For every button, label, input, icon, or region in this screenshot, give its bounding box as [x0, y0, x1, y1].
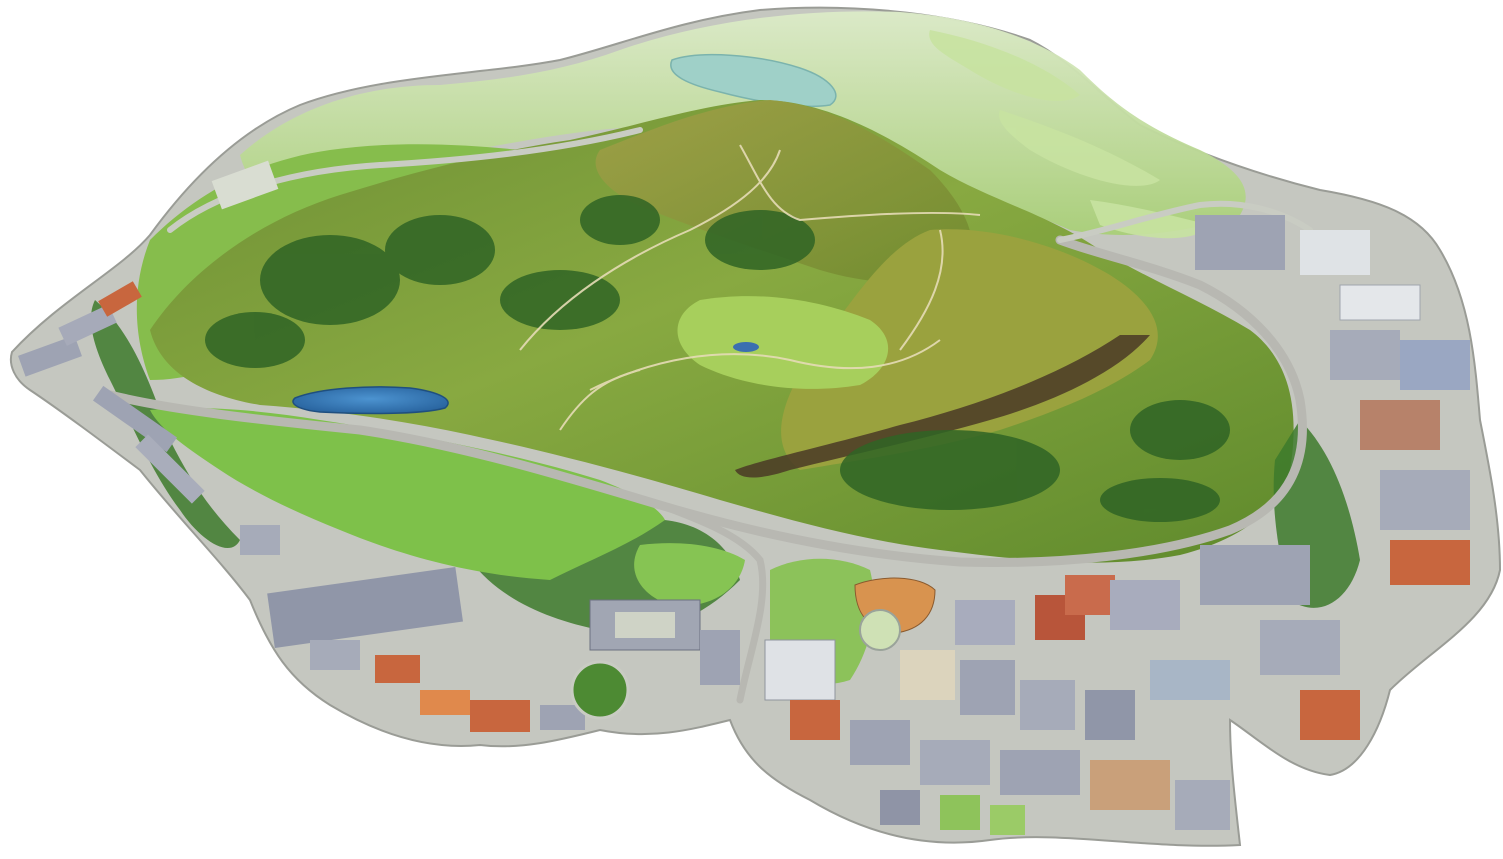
building-block: [900, 650, 955, 700]
duddingston-loch: [670, 53, 837, 108]
building-block: [1330, 330, 1400, 380]
building-block: [955, 600, 1015, 645]
building-block: [880, 790, 920, 825]
footpaths: [519, 144, 981, 431]
parliament-complex: [764, 558, 936, 701]
tree-belt-west: [90, 300, 240, 549]
round-courtyard: [859, 609, 901, 651]
footpath: [899, 229, 944, 351]
building-block: [1300, 230, 1370, 275]
building-block: [1150, 660, 1230, 700]
forest-patch: [1130, 400, 1230, 460]
building-block: [1020, 680, 1075, 730]
forest-patch: [205, 312, 305, 368]
building-block: [1175, 780, 1230, 830]
building-block: [240, 525, 280, 555]
building-block: [790, 700, 840, 740]
fairway: [929, 30, 1080, 101]
southern-town: [790, 575, 1230, 835]
southwest-town: [240, 525, 585, 732]
forest-patch: [385, 215, 495, 285]
footpath: [589, 339, 941, 391]
queens-drive-road: [105, 235, 1307, 568]
inner-meadow: [677, 296, 889, 389]
building-block: [1390, 540, 1470, 585]
footpath: [559, 369, 641, 431]
garden-plot: [940, 795, 980, 830]
building-block: [850, 720, 910, 765]
summit-crest: [595, 100, 973, 283]
building-block: [58, 304, 117, 346]
building-block: [1300, 690, 1360, 740]
building-block: [470, 700, 530, 732]
building-block: [92, 385, 178, 453]
forest-patch: [580, 195, 660, 245]
building-block: [920, 740, 990, 785]
eastern-town: [1110, 215, 1470, 740]
building-block: [1085, 690, 1135, 740]
lower-meadow: [150, 408, 665, 580]
forest-patch: [260, 235, 400, 325]
building-block: [1380, 470, 1470, 530]
building-block: [540, 705, 585, 730]
building-block: [135, 434, 205, 504]
palace-complex: [570, 599, 740, 720]
palace-wing: [700, 630, 740, 685]
building-block: [1260, 620, 1340, 675]
small-meadow: [634, 543, 745, 606]
small-pond: [733, 342, 759, 352]
forest-patch: [705, 210, 815, 270]
tower-block: [1065, 575, 1115, 615]
modern-building: [764, 639, 836, 701]
building-block: [420, 690, 470, 715]
forest-patch: [840, 430, 1060, 510]
building-block: [1090, 760, 1170, 810]
building-block: [1110, 580, 1180, 630]
salisbury-crags: [781, 229, 1158, 470]
building-block: [960, 660, 1015, 715]
footpath: [519, 149, 781, 351]
southern-road: [656, 501, 767, 704]
crag-cliff-face: [735, 335, 1150, 478]
forest-patches: [205, 195, 1230, 522]
building-block: [98, 281, 142, 317]
building-block: [1200, 545, 1310, 605]
building-block: [310, 640, 360, 670]
building-block: [1360, 400, 1440, 450]
western-town: [18, 160, 279, 504]
fairway: [999, 110, 1160, 186]
footpath: [739, 144, 981, 222]
forest-patch: [1100, 478, 1220, 522]
garden-roundel: [570, 660, 630, 720]
forest-patch: [500, 270, 620, 330]
storage-tanks: [1339, 284, 1421, 321]
building-block: [1000, 750, 1080, 795]
st-margarets-loch: [292, 386, 449, 415]
palace-courtyard: [615, 612, 675, 638]
building-block: [18, 335, 82, 377]
building-block: [211, 160, 279, 210]
garden-plot: [990, 805, 1025, 835]
building-block: [375, 655, 420, 683]
building-block: [1400, 340, 1470, 390]
building-block: [267, 567, 463, 648]
building-block: [1195, 215, 1285, 270]
eastern-road: [1057, 200, 1313, 243]
